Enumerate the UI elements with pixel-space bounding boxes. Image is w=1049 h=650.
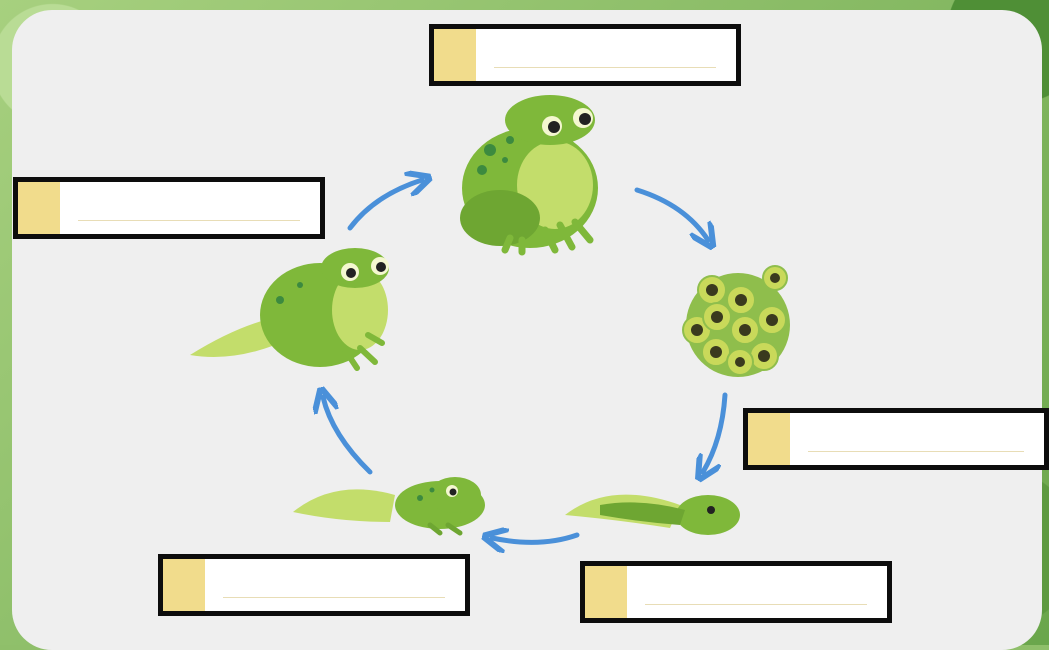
tadpole-with-legs-illustration bbox=[293, 477, 485, 533]
arrow-legged-to-froglet bbox=[323, 397, 370, 472]
frogspawn-illustration bbox=[683, 266, 790, 377]
arrow-tadpole-to-legged bbox=[492, 535, 577, 542]
arrow-adult-to-spawn bbox=[637, 190, 708, 240]
arrow-spawn-to-tadpole bbox=[703, 395, 725, 472]
adult-frog-illustration bbox=[460, 95, 598, 252]
tadpole-illustration bbox=[565, 495, 740, 535]
froglet-illustration bbox=[190, 248, 389, 368]
arrow-froglet-to-adult bbox=[350, 180, 422, 228]
